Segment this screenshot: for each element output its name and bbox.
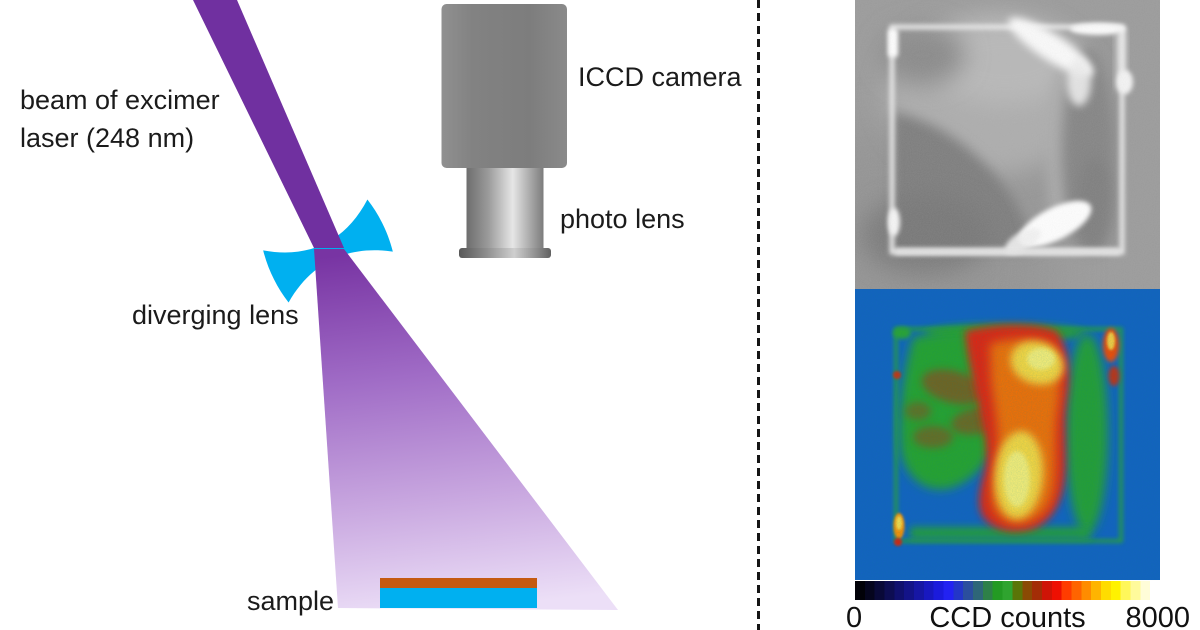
iccd-camera-body bbox=[441, 4, 567, 168]
diverging-beam-cone bbox=[314, 249, 618, 610]
colorbar-title: CCD counts bbox=[929, 602, 1086, 630]
laser-beam bbox=[193, 0, 344, 248]
heatmap-noise bbox=[855, 289, 1160, 580]
colorbar-max-label: 8000 bbox=[1125, 602, 1190, 630]
sample-label: sample bbox=[247, 586, 335, 616]
sample-top-layer bbox=[380, 578, 537, 588]
optical-setup-diagram bbox=[193, 0, 618, 610]
sample-photo-grayscale bbox=[855, 0, 1160, 289]
photo-film-grain bbox=[855, 0, 1160, 289]
colorbar bbox=[855, 581, 1160, 600]
beam-label-line2: laser (248 nm) bbox=[20, 123, 195, 153]
beam-label-line1: beam of excimer bbox=[20, 85, 220, 115]
photo-lens-label: photo lens bbox=[560, 204, 685, 234]
diverging-lens-label: diverging lens bbox=[132, 300, 299, 330]
ccd-heatmap bbox=[855, 289, 1160, 580]
photo-lens-ring bbox=[459, 248, 551, 258]
photo-lens-barrel bbox=[466, 168, 544, 248]
panel-divider-dashed-line bbox=[757, 0, 760, 630]
sample-substrate bbox=[380, 588, 537, 608]
colorbar-min-label: 0 bbox=[846, 602, 863, 630]
iccd-camera-label: ICCD camera bbox=[578, 62, 742, 92]
